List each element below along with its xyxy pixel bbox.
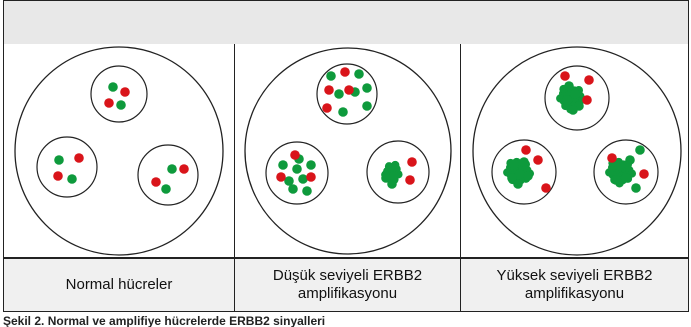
green-signal	[625, 155, 635, 165]
cell-nucleus	[544, 65, 610, 131]
green-signal	[611, 175, 621, 185]
red-signal	[340, 67, 350, 77]
cell-nucleus	[90, 65, 148, 123]
cell-nucleus	[593, 139, 659, 205]
panel-normal	[3, 44, 235, 258]
green-signal	[116, 100, 126, 110]
green-signal	[288, 184, 298, 194]
green-signal	[302, 186, 312, 196]
figure-table: Normal hücreler Düşük seviyeli ERBB2 amp…	[3, 0, 689, 314]
red-signal	[639, 169, 649, 179]
cell-nucleus	[366, 140, 430, 204]
green-signal	[298, 174, 308, 184]
label-low-amplification: Düşük seviyeli ERBB2 amplifikasyonu	[234, 258, 461, 312]
cell-nucleus	[265, 141, 329, 205]
green-signal	[292, 164, 302, 174]
green-signal	[326, 71, 336, 81]
cell-nucleus	[36, 136, 98, 198]
green-signal	[354, 69, 364, 79]
red-signal	[607, 153, 617, 163]
green-signal	[513, 179, 523, 189]
red-signal	[322, 103, 332, 113]
green-signal	[507, 173, 517, 183]
green-signal	[338, 107, 348, 117]
green-signal	[509, 159, 519, 169]
panel-high-amplification	[460, 44, 689, 258]
green-signal	[635, 145, 645, 155]
green-signal	[515, 169, 525, 179]
green-signal	[615, 161, 625, 171]
red-signal	[104, 98, 114, 108]
red-signal	[560, 71, 570, 81]
label-normal: Normal hücreler	[3, 258, 235, 312]
low-amplification-illustration	[244, 47, 452, 255]
green-signal	[564, 81, 574, 91]
red-signal	[582, 95, 592, 105]
normal-cells-illustration	[14, 46, 224, 256]
green-signal	[385, 163, 395, 173]
red-signal	[344, 85, 354, 95]
red-signal	[74, 153, 84, 163]
tissue-outline	[472, 46, 682, 256]
figure-caption: Şekil 2. Normal ve amplifiye hücrelerde …	[3, 314, 326, 327]
green-signal	[570, 89, 580, 99]
green-signal	[167, 164, 177, 174]
red-signal	[324, 85, 334, 95]
red-signal	[53, 171, 63, 181]
green-signal	[523, 171, 533, 181]
cell-nucleus	[316, 63, 378, 125]
red-signal	[405, 175, 415, 185]
red-signal	[407, 157, 417, 167]
green-signal	[108, 82, 118, 92]
label-high-amplification: Yüksek seviyeli ERBB2 amplifikasyonu	[460, 258, 689, 312]
tissue-outline	[14, 46, 224, 256]
red-signal	[276, 172, 286, 182]
green-signal	[362, 83, 372, 93]
red-signal	[584, 75, 594, 85]
table-header	[3, 0, 689, 45]
panel-low-amplification	[234, 44, 461, 258]
green-signal	[306, 160, 316, 170]
red-signal	[290, 150, 300, 160]
red-signal	[306, 172, 316, 182]
green-signal	[605, 168, 614, 177]
green-signal	[519, 157, 529, 167]
tissue-outline	[244, 47, 452, 255]
red-signal	[541, 183, 551, 193]
red-signal	[533, 155, 543, 165]
red-signal	[120, 87, 130, 97]
green-signal	[387, 179, 397, 189]
red-signal	[151, 177, 161, 187]
green-signal	[67, 174, 77, 184]
green-signal	[54, 155, 64, 165]
red-signal	[179, 164, 189, 174]
green-signal	[562, 95, 572, 105]
green-signal	[161, 184, 171, 194]
green-signal	[334, 89, 344, 99]
high-amplification-illustration	[472, 46, 682, 256]
green-signal	[389, 171, 399, 181]
green-signal	[621, 173, 631, 183]
red-signal	[521, 145, 531, 155]
green-signal	[381, 173, 391, 183]
cell-nucleus	[491, 139, 557, 205]
green-signal	[631, 183, 641, 193]
green-signal	[278, 160, 288, 170]
cell-nucleus	[137, 144, 199, 206]
green-signal	[284, 176, 294, 186]
green-signal	[362, 101, 372, 111]
green-signal	[568, 105, 578, 115]
